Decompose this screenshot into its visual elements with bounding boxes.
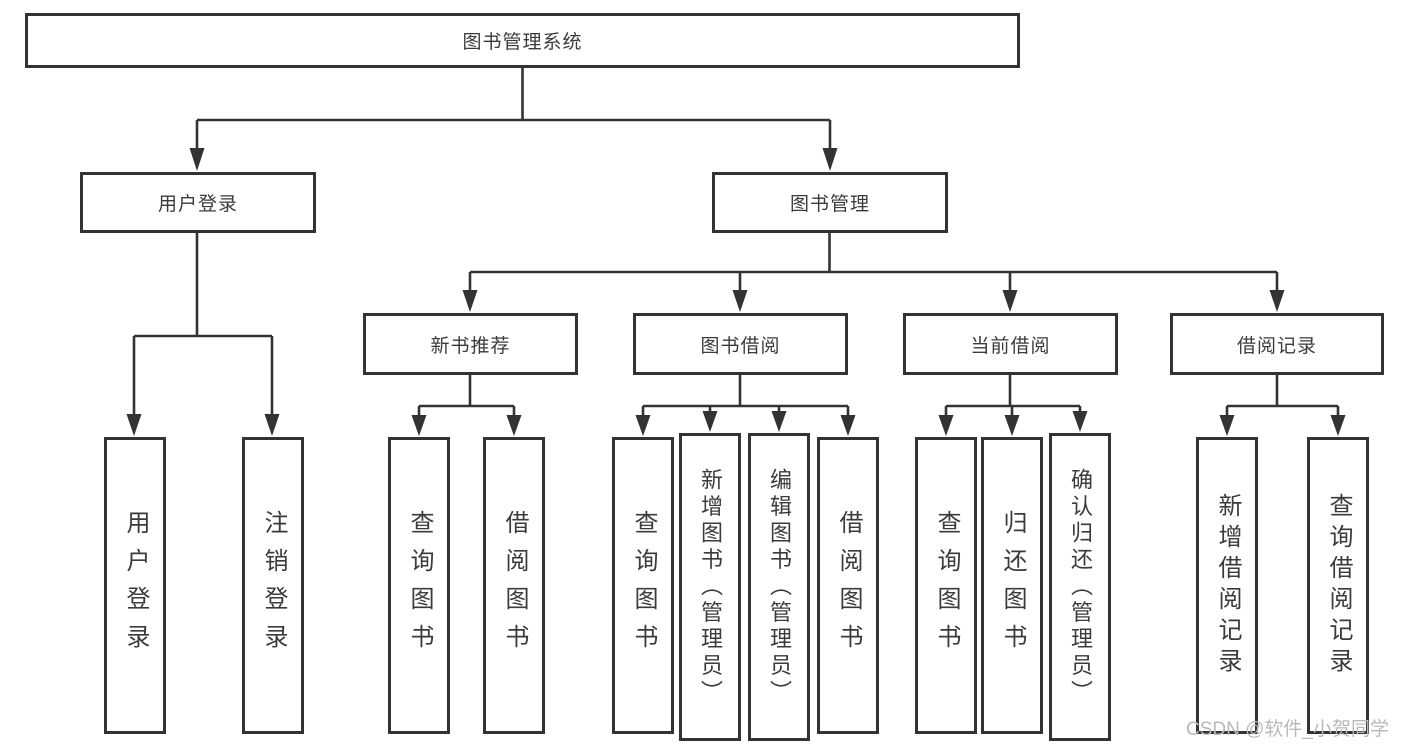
- node-label: 图书管理: [789, 194, 870, 215]
- node-leaf-edit-book-admin: 编辑图书（管理员）: [748, 433, 810, 741]
- node-label: 编辑图书（管理员）: [767, 467, 792, 707]
- node-label: 借阅记录: [1236, 335, 1317, 357]
- node-label: 查询图书: [406, 509, 433, 662]
- node-leaf-confirm-return-admin: 确认归还（管理员）: [1049, 433, 1111, 741]
- node-label: 当前借阅: [970, 335, 1051, 357]
- node-book-borrowing: 图书借阅: [633, 313, 848, 375]
- node-leaf-query-books-1: 查询图书: [388, 437, 450, 734]
- node-user-login-branch: 用户登录: [80, 172, 316, 233]
- node-label: 用户登录: [157, 194, 238, 215]
- node-label: 注销登录: [260, 509, 287, 662]
- node-label: 确认归还（管理员）: [1068, 467, 1093, 707]
- node-leaf-add-book-admin: 新增图书（管理员）: [679, 433, 741, 741]
- node-leaf-borrow-books-1: 借阅图书: [483, 437, 545, 734]
- node-leaf-query-books-2: 查询图书: [612, 437, 674, 734]
- node-borrowing-records: 借阅记录: [1170, 313, 1384, 375]
- node-label: 用户登录: [122, 509, 149, 662]
- node-label: 借阅图书: [835, 509, 862, 662]
- node-current-borrowing: 当前借阅: [903, 313, 1118, 375]
- node-leaf-user-login: 用户登录: [104, 437, 166, 734]
- node-label: 新增图书（管理员）: [698, 467, 723, 707]
- node-label: 新增借阅记录: [1214, 492, 1241, 679]
- node-leaf-add-borrow-record: 新增借阅记录: [1196, 437, 1258, 734]
- node-label: 查询图书: [630, 509, 657, 662]
- node-library-management-system: 图书管理系统: [25, 13, 1020, 68]
- node-leaf-return-books: 归还图书: [981, 437, 1043, 734]
- node-label: 图书借阅: [700, 335, 781, 357]
- node-book-management-branch: 图书管理: [712, 172, 948, 233]
- node-label: 查询借阅记录: [1325, 492, 1352, 679]
- node-leaf-query-borrow-record: 查询借阅记录: [1307, 437, 1369, 734]
- node-label: 图书管理系统: [462, 32, 583, 53]
- node-leaf-query-books-3: 查询图书: [915, 437, 977, 734]
- node-label: 查询图书: [933, 509, 960, 662]
- node-leaf-borrow-books-2: 借阅图书: [817, 437, 879, 734]
- node-label: 新书推荐: [430, 335, 511, 357]
- node-label: 归还图书: [999, 509, 1026, 662]
- csdn-watermark: CSDN @软件_小贺同学: [1186, 719, 1389, 740]
- node-label: 借阅图书: [501, 509, 528, 662]
- node-new-book-recommendation: 新书推荐: [363, 313, 578, 375]
- node-leaf-logout: 注销登录: [242, 437, 304, 734]
